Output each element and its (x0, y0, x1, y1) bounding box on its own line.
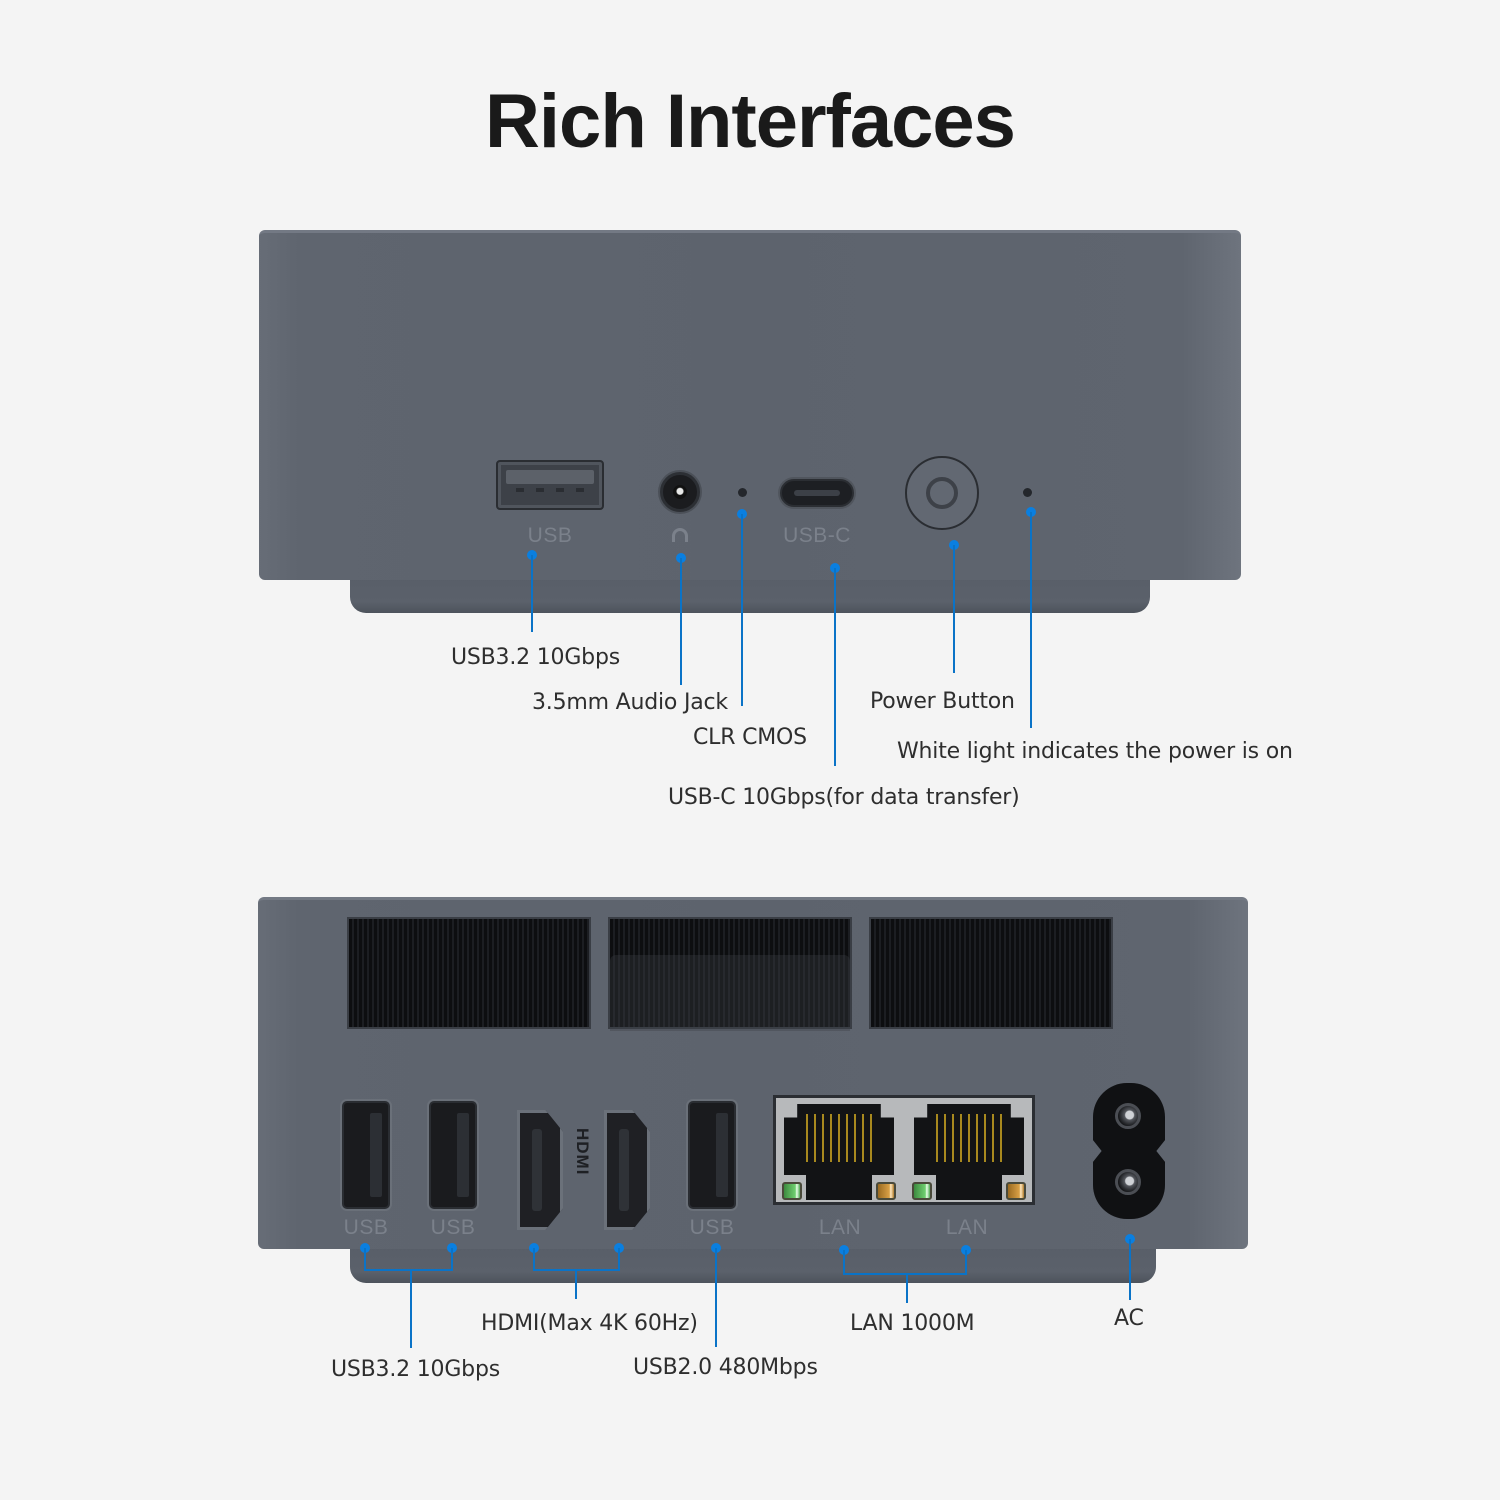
front-usb-a-port (496, 460, 604, 510)
bracket-usb-right (451, 1248, 453, 1270)
lan-label-1: LAN (818, 1216, 862, 1239)
callout-line-led (1030, 512, 1032, 728)
callout-power-button: Power Button (870, 689, 1015, 714)
bracket-lan-left (843, 1250, 845, 1274)
callout-line-usb20 (715, 1248, 717, 1347)
rear-usb-a-port-2 (429, 1101, 477, 1209)
callout-line-cmos (741, 514, 743, 706)
callout-audio-jack: 3.5mm Audio Jack (532, 690, 728, 715)
callout-line-usb32-rear (410, 1270, 412, 1348)
callout-ac: AC (1114, 1306, 1144, 1331)
vent-middle (608, 917, 852, 1031)
callout-line-audio (680, 558, 682, 685)
front-usb-label: USB (527, 524, 573, 547)
callout-line-usb (531, 555, 533, 632)
headphone-icon (672, 528, 688, 542)
rear-usb-label-1: USB (343, 1216, 389, 1239)
vent-left (347, 917, 591, 1029)
callout-usb-c: USB-C 10Gbps(for data transfer) (668, 785, 1020, 810)
bracket-lan-horizontal (843, 1273, 967, 1275)
vent-right (869, 917, 1113, 1029)
front-usb-c-port (780, 479, 854, 507)
callout-line-usbc (834, 568, 836, 766)
lan-ports-block (773, 1095, 1035, 1205)
rear-usb-a-port-1 (342, 1101, 390, 1209)
audio-jack-port (660, 472, 700, 512)
device-body-front (259, 230, 1241, 580)
lan1-activity-led (876, 1182, 896, 1200)
rear-usb-label-2: USB (430, 1216, 476, 1239)
device-foot (350, 575, 1150, 613)
rear-usb-label-3: USB (689, 1216, 735, 1239)
callout-line-lan (906, 1274, 908, 1303)
lan1-link-led (782, 1182, 802, 1200)
callout-usb20: USB2.0 480Mbps (633, 1355, 818, 1380)
power-led (1023, 488, 1032, 497)
lan-label-2: LAN (945, 1216, 989, 1239)
page-title: Rich Interfaces (485, 79, 1016, 164)
bracket-hdmi-right (618, 1248, 620, 1270)
hdmi-port-1 (517, 1110, 563, 1230)
lan2-activity-led (1006, 1182, 1026, 1200)
callout-power-led: White light indicates the power is on (897, 739, 1293, 764)
callout-usb32-front: USB3.2 10Gbps (451, 645, 620, 670)
callout-lan: LAN 1000M (850, 1311, 975, 1336)
callout-usb32-rear: USB3.2 10Gbps (331, 1357, 500, 1382)
bracket-hdmi-left (533, 1248, 535, 1270)
callout-line-power (953, 545, 955, 673)
bracket-lan-right (965, 1250, 967, 1274)
front-usb-c-label: USB-C (783, 524, 851, 547)
clr-cmos-pinhole (738, 488, 747, 497)
device-foot-rear (350, 1245, 1156, 1283)
power-button[interactable] (905, 456, 979, 530)
ac-power-inlet (1093, 1083, 1165, 1219)
callout-hdmi: HDMI(Max 4K 60Hz) (481, 1311, 698, 1336)
rear-usb-a-port-3 (688, 1101, 736, 1209)
hdmi-logo: HDMI (573, 1128, 592, 1176)
hdmi-port-2 (604, 1110, 650, 1230)
ac-pin-top (1115, 1103, 1141, 1129)
callout-line-hdmi (575, 1270, 577, 1299)
lan2-link-led (912, 1182, 932, 1200)
callout-line-ac (1129, 1239, 1131, 1300)
ac-pin-bottom (1115, 1169, 1141, 1195)
bracket-usb-horizontal (364, 1269, 453, 1271)
callout-clr-cmos: CLR CMOS (693, 725, 807, 750)
bracket-usb-left (364, 1248, 366, 1270)
